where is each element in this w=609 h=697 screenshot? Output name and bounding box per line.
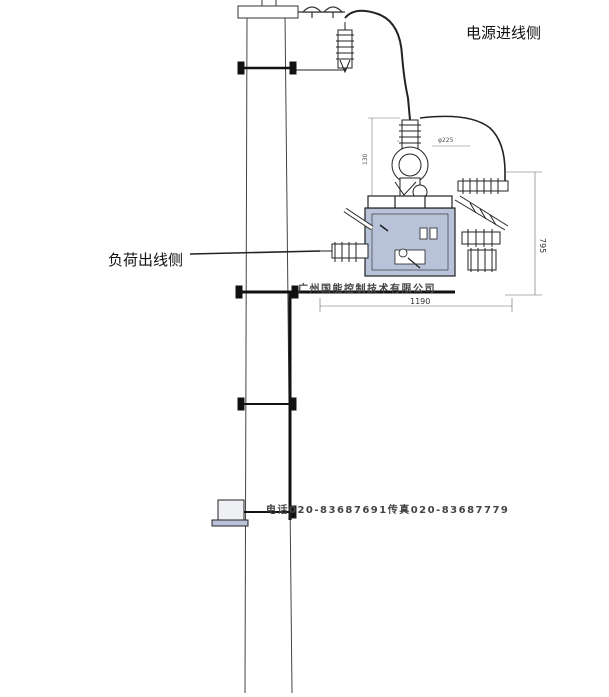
current-transformer	[391, 146, 429, 200]
pole-top-cap	[237, 0, 299, 19]
watermark-company: 广州国能控制技术有限公司	[298, 284, 436, 295]
label-load-side: 负荷出线侧	[108, 251, 184, 269]
height-dimension	[505, 171, 542, 296]
utility-pole	[244, 13, 293, 694]
surge-arrester-pole	[290, 22, 354, 74]
outgoing-cable	[189, 250, 321, 255]
dim-ct-dia: φ225	[438, 137, 454, 144]
controller-box	[211, 499, 297, 527]
top-bushing	[399, 119, 421, 151]
width-dimension	[319, 298, 513, 312]
crossarm-upper	[237, 61, 297, 75]
dim-height: 795	[538, 238, 547, 253]
dim-ct-height: 130	[362, 153, 369, 165]
incoming-cable	[344, 9, 411, 121]
dim-width: 1190	[410, 297, 430, 306]
watermark-contact: 电话020-83687691传真020-83687779	[266, 505, 510, 516]
right-arresters	[454, 178, 509, 272]
label-source-side: 电源进线侧	[466, 24, 542, 42]
pole-clamp-middle	[237, 397, 297, 411]
ct-loop-cable	[419, 115, 506, 182]
left-bushing	[320, 207, 374, 262]
pin-insulator-bells	[298, 6, 345, 18]
vacuum-circuit-breaker	[364, 195, 456, 277]
